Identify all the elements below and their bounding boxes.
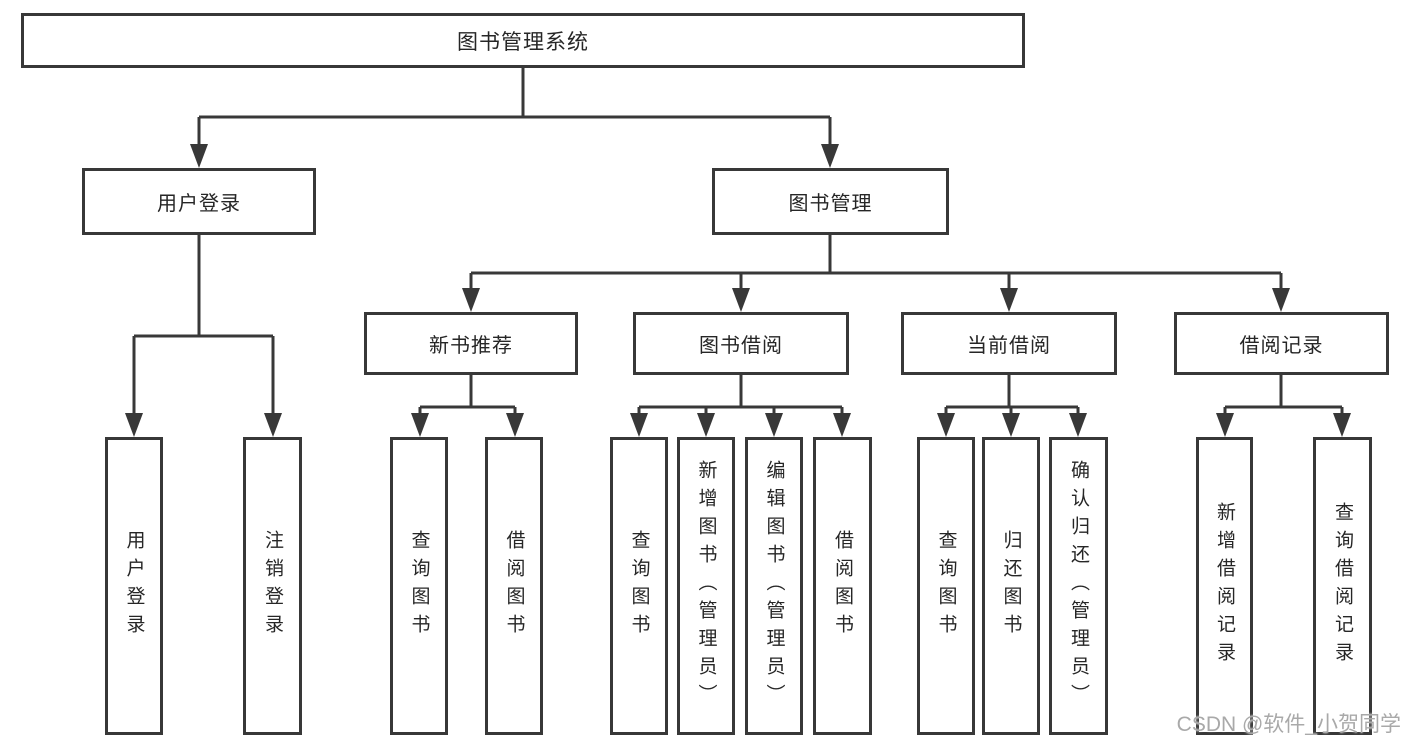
node-current-borrow-label: 当前借阅: [967, 335, 1051, 357]
leaf-cb-return-book: 归还图书: [982, 437, 1040, 735]
node-borrow-records-label: 借阅记录: [1239, 335, 1324, 357]
node-user-login: 用户登录: [82, 168, 316, 235]
leaf-user-login-label: 用户登录: [123, 530, 145, 642]
node-root-label: 图书管理系统: [457, 30, 589, 54]
node-borrow-records: 借阅记录: [1174, 312, 1389, 375]
node-current-borrow: 当前借阅: [901, 312, 1117, 375]
leaf-br-add-record-label: 新增借阅记录: [1214, 502, 1235, 670]
leaf-bb-query-book: 查询图书: [610, 437, 668, 735]
node-user-login-label: 用户登录: [157, 193, 241, 215]
leaf-cb-confirm-return-admin: 确认归还（管理员）: [1049, 437, 1108, 735]
leaf-nbr-borrow-book: 借阅图书: [485, 437, 543, 735]
node-new-book-recommend: 新书推荐: [364, 312, 578, 375]
leaf-cb-query-book-label: 查询图书: [935, 530, 957, 642]
leaf-bb-add-book-admin: 新增图书（管理员）: [677, 437, 735, 735]
leaf-bb-edit-book-admin-label: 编辑图书（管理员）: [763, 460, 785, 712]
leaf-nbr-query-book: 查询图书: [390, 437, 448, 735]
node-book-borrow-label: 图书借阅: [699, 335, 783, 357]
leaf-br-add-record: 新增借阅记录: [1196, 437, 1253, 735]
leaf-logout-label: 注销登录: [262, 530, 283, 642]
node-book-management: 图书管理: [712, 168, 949, 235]
csdn-watermark: CSDN @软件_小贺同学: [1176, 713, 1401, 736]
leaf-logout: 注销登录: [243, 437, 302, 735]
node-new-book-recommend-label: 新书推荐: [429, 335, 513, 357]
leaf-bb-borrow-book: 借阅图书: [813, 437, 872, 735]
node-book-borrow: 图书借阅: [633, 312, 849, 375]
leaf-cb-confirm-return-admin-label: 确认归还（管理员）: [1068, 460, 1089, 712]
node-book-management-label: 图书管理: [788, 193, 873, 215]
leaf-cb-return-book-label: 归还图书: [1000, 530, 1022, 642]
leaf-bb-query-book-label: 查询图书: [628, 530, 650, 642]
leaf-nbr-borrow-book-label: 借阅图书: [503, 530, 525, 642]
leaf-cb-query-book: 查询图书: [917, 437, 975, 735]
leaf-user-login: 用户登录: [105, 437, 163, 735]
node-root: 图书管理系统: [21, 13, 1025, 68]
leaf-bb-edit-book-admin: 编辑图书（管理员）: [745, 437, 803, 735]
leaf-br-query-record-label: 查询借阅记录: [1332, 502, 1353, 670]
leaf-bb-borrow-book-label: 借阅图书: [832, 530, 853, 642]
leaf-br-query-record: 查询借阅记录: [1313, 437, 1372, 735]
leaf-nbr-query-book-label: 查询图书: [408, 530, 430, 642]
leaf-bb-add-book-admin-label: 新增图书（管理员）: [695, 460, 717, 712]
